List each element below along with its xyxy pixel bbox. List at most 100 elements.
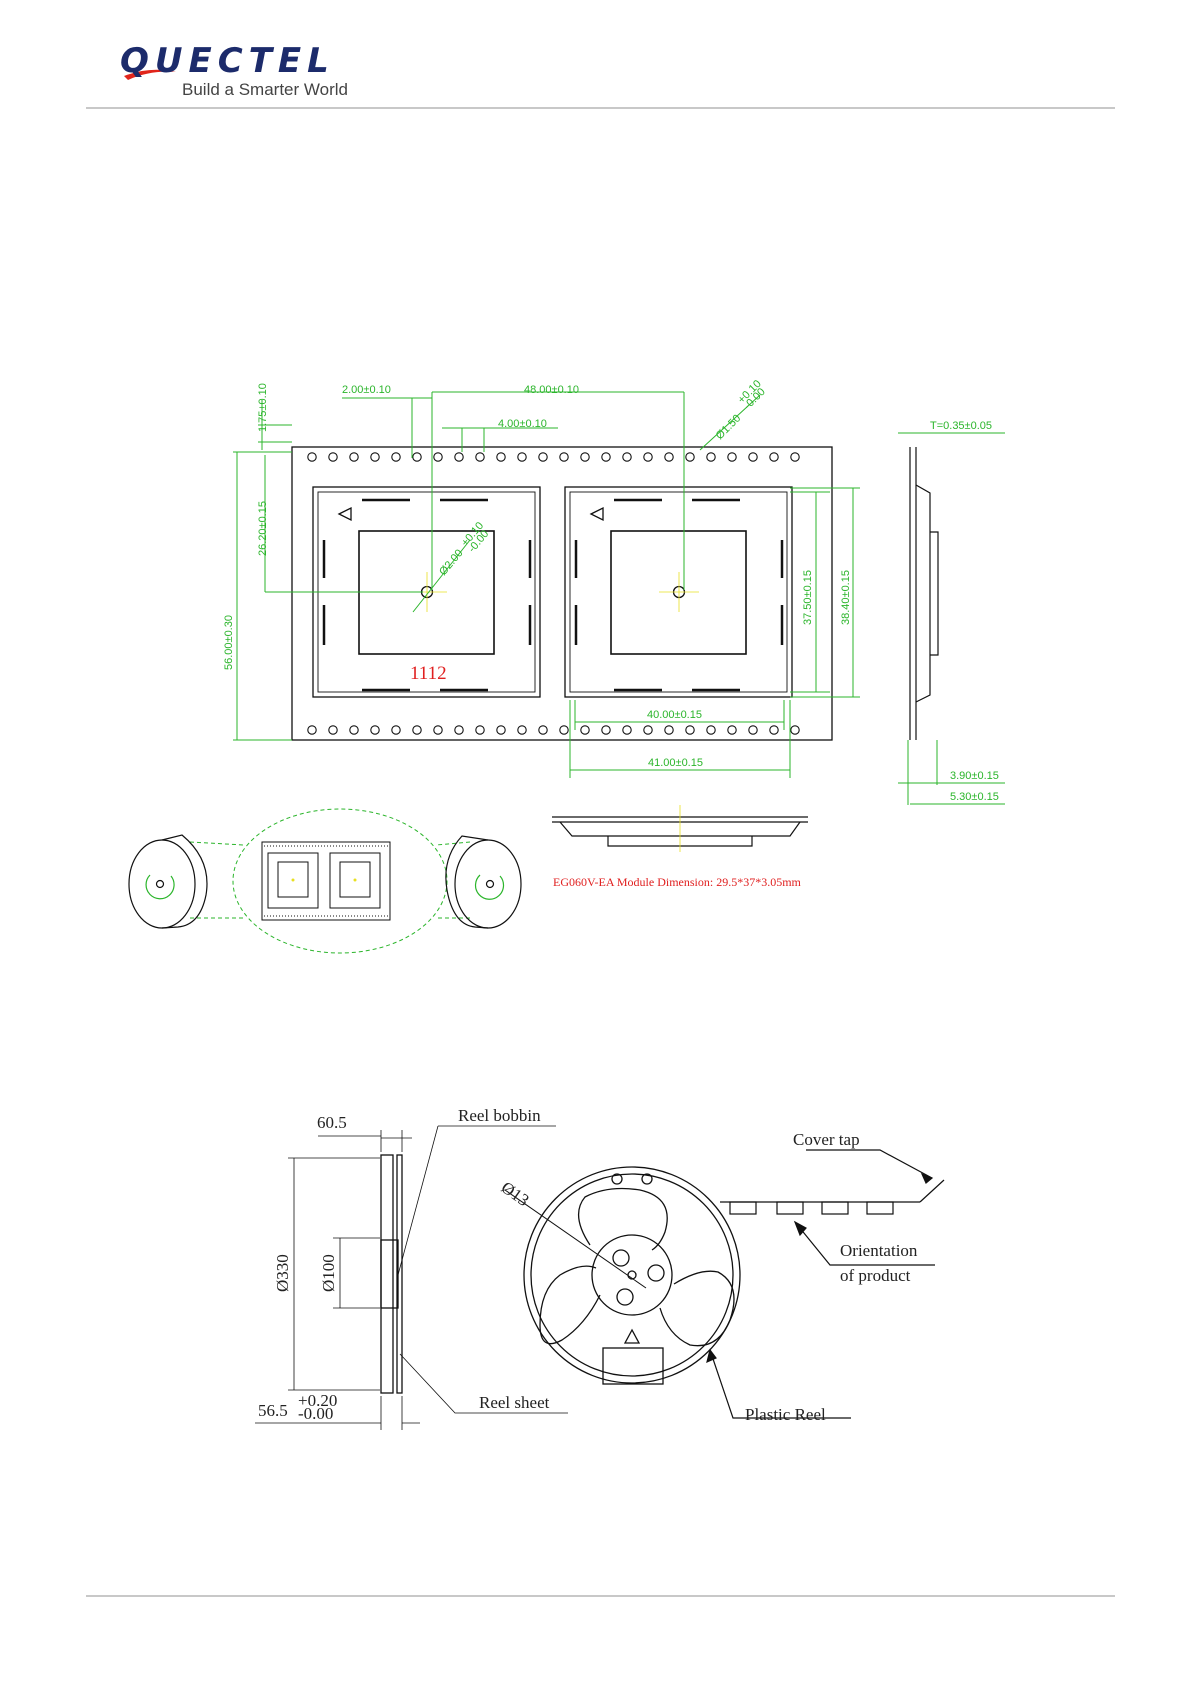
sprocket-hole bbox=[727, 452, 737, 462]
svg-text:26.20±0.15: 26.20±0.15 bbox=[257, 501, 269, 556]
sprocket-hole bbox=[433, 725, 443, 735]
svg-text:Ø2.00: Ø2.00 bbox=[437, 547, 465, 578]
svg-text:1.75±0.10: 1.75±0.10 bbox=[257, 383, 269, 432]
sprocket-hole bbox=[685, 725, 695, 735]
sprocket-hole bbox=[475, 452, 485, 462]
svg-text:4.00±0.10: 4.00±0.10 bbox=[498, 418, 547, 430]
warning-triangle-icon bbox=[623, 1328, 641, 1344]
sprocket-hole bbox=[601, 452, 611, 462]
tape-body bbox=[291, 446, 833, 741]
sprocket-hole bbox=[580, 725, 590, 735]
pocket-left: 1112 bbox=[312, 486, 541, 698]
module-outline-right bbox=[610, 530, 747, 655]
sprocket-hole bbox=[349, 725, 359, 735]
carrier-tape-drawing: 1112 bbox=[128, 378, 1005, 954]
sprocket-hole bbox=[538, 725, 548, 735]
logo-swoosh-icon bbox=[124, 69, 176, 80]
sprocket-hole bbox=[538, 452, 548, 462]
sprocket-hole bbox=[307, 452, 317, 462]
svg-text:Ø100: Ø100 bbox=[319, 1254, 338, 1292]
sprocket-hole bbox=[622, 452, 632, 462]
sprocket-hole bbox=[391, 725, 401, 735]
svg-text:40.00±0.15: 40.00±0.15 bbox=[647, 709, 702, 721]
sprocket-hole bbox=[790, 725, 800, 735]
sprocket-hole bbox=[601, 725, 611, 735]
tape-front-section bbox=[552, 805, 808, 852]
sprocket-holes-bottom bbox=[307, 725, 800, 735]
reel-sheet-label: Reel sheet bbox=[479, 1393, 550, 1412]
reel-bobbin-label: Reel bobbin bbox=[458, 1106, 541, 1125]
reel-right-icon bbox=[445, 835, 522, 929]
sprocket-holes-top bbox=[307, 452, 800, 462]
sprocket-hole bbox=[664, 452, 674, 462]
sprocket-hole bbox=[559, 452, 569, 462]
svg-text:48.00±0.10: 48.00±0.10 bbox=[524, 384, 579, 396]
sprocket-hole bbox=[370, 452, 380, 462]
orientation-triangle-icon bbox=[589, 506, 604, 522]
sprocket-hole bbox=[664, 725, 674, 735]
sprocket-hole bbox=[517, 725, 527, 735]
reel-dimension-lines bbox=[255, 1125, 568, 1430]
svg-text:-0.00: -0.00 bbox=[298, 1404, 333, 1423]
module-dimension-note: EG060V-EA Module Dimension: 29.5*37*3.05… bbox=[553, 875, 802, 889]
zoom-bubble bbox=[232, 808, 448, 954]
svg-text:56.5: 56.5 bbox=[258, 1401, 288, 1420]
sprocket-hole bbox=[769, 452, 779, 462]
sprocket-hole bbox=[307, 725, 317, 735]
sprocket-hole bbox=[622, 725, 632, 735]
reel-label-area bbox=[602, 1347, 664, 1385]
brand-tagline: Build a Smarter World bbox=[182, 80, 348, 99]
pocket-right bbox=[564, 486, 793, 698]
sprocket-hole bbox=[454, 725, 464, 735]
header: QUECTEL Build a Smarter World bbox=[86, 41, 1115, 109]
sprocket-hole bbox=[643, 725, 653, 735]
sprocket-hole bbox=[391, 452, 401, 462]
orientation-label-2: of product bbox=[840, 1266, 911, 1285]
tape-side-section bbox=[909, 447, 939, 740]
svg-text:+0.20: +0.20 bbox=[298, 1391, 337, 1410]
svg-text:38.40±0.15: 38.40±0.15 bbox=[840, 570, 852, 625]
sprocket-hole bbox=[328, 725, 338, 735]
zoomed-tape-icon bbox=[261, 841, 391, 921]
quectel-logo: QUECTEL Build a Smarter World bbox=[120, 41, 348, 99]
orientation-triangle-icon bbox=[337, 506, 352, 522]
svg-text:T=0.35±0.05: T=0.35±0.05 bbox=[930, 420, 992, 432]
svg-text:37.50±0.15: 37.50±0.15 bbox=[802, 570, 814, 625]
sprocket-hole bbox=[748, 452, 758, 462]
sprocket-hole bbox=[349, 452, 359, 462]
sprocket-hole bbox=[706, 452, 716, 462]
svg-text:5.30±0.15: 5.30±0.15 bbox=[950, 791, 999, 803]
reel-labels: Reel bobbin Cover tap Orientation of pro… bbox=[258, 1106, 918, 1424]
svg-text:41.00±0.15: 41.00±0.15 bbox=[648, 757, 703, 769]
sprocket-hole bbox=[559, 725, 569, 735]
svg-text:60.5: 60.5 bbox=[317, 1113, 347, 1132]
brand-name: QUECTEL bbox=[120, 41, 335, 81]
cover-tape-strip bbox=[706, 1149, 945, 1419]
sprocket-hole bbox=[475, 725, 485, 735]
reel-left-icon bbox=[128, 834, 208, 929]
cover-tape-label: Cover tap bbox=[793, 1130, 860, 1149]
reel-overview-illustration bbox=[128, 808, 522, 954]
reel-drawing: Reel bobbin Cover tap Orientation of pro… bbox=[255, 1106, 945, 1430]
sprocket-hole bbox=[370, 725, 380, 735]
sprocket-hole bbox=[685, 452, 695, 462]
sprocket-hole bbox=[454, 452, 464, 462]
svg-text:Ø330: Ø330 bbox=[273, 1254, 292, 1292]
sprocket-hole bbox=[496, 725, 506, 735]
sprocket-hole bbox=[580, 452, 590, 462]
sprocket-hole bbox=[328, 452, 338, 462]
sprocket-hole bbox=[643, 452, 653, 462]
sprocket-hole bbox=[727, 725, 737, 735]
sprocket-hole bbox=[412, 452, 422, 462]
sprocket-hole bbox=[769, 725, 779, 735]
plastic-reel-label: Plastic Reel bbox=[745, 1405, 826, 1424]
reel-side-view bbox=[380, 1154, 403, 1394]
reel-front-view bbox=[504, 1166, 741, 1385]
svg-text:Ø1.50: Ø1.50 bbox=[714, 412, 744, 442]
sprocket-hole bbox=[517, 452, 527, 462]
sprocket-hole bbox=[412, 725, 422, 735]
sprocket-hole bbox=[790, 452, 800, 462]
svg-text:56.00±0.30: 56.00±0.30 bbox=[223, 615, 235, 670]
svg-text:3.90±0.15: 3.90±0.15 bbox=[950, 770, 999, 782]
